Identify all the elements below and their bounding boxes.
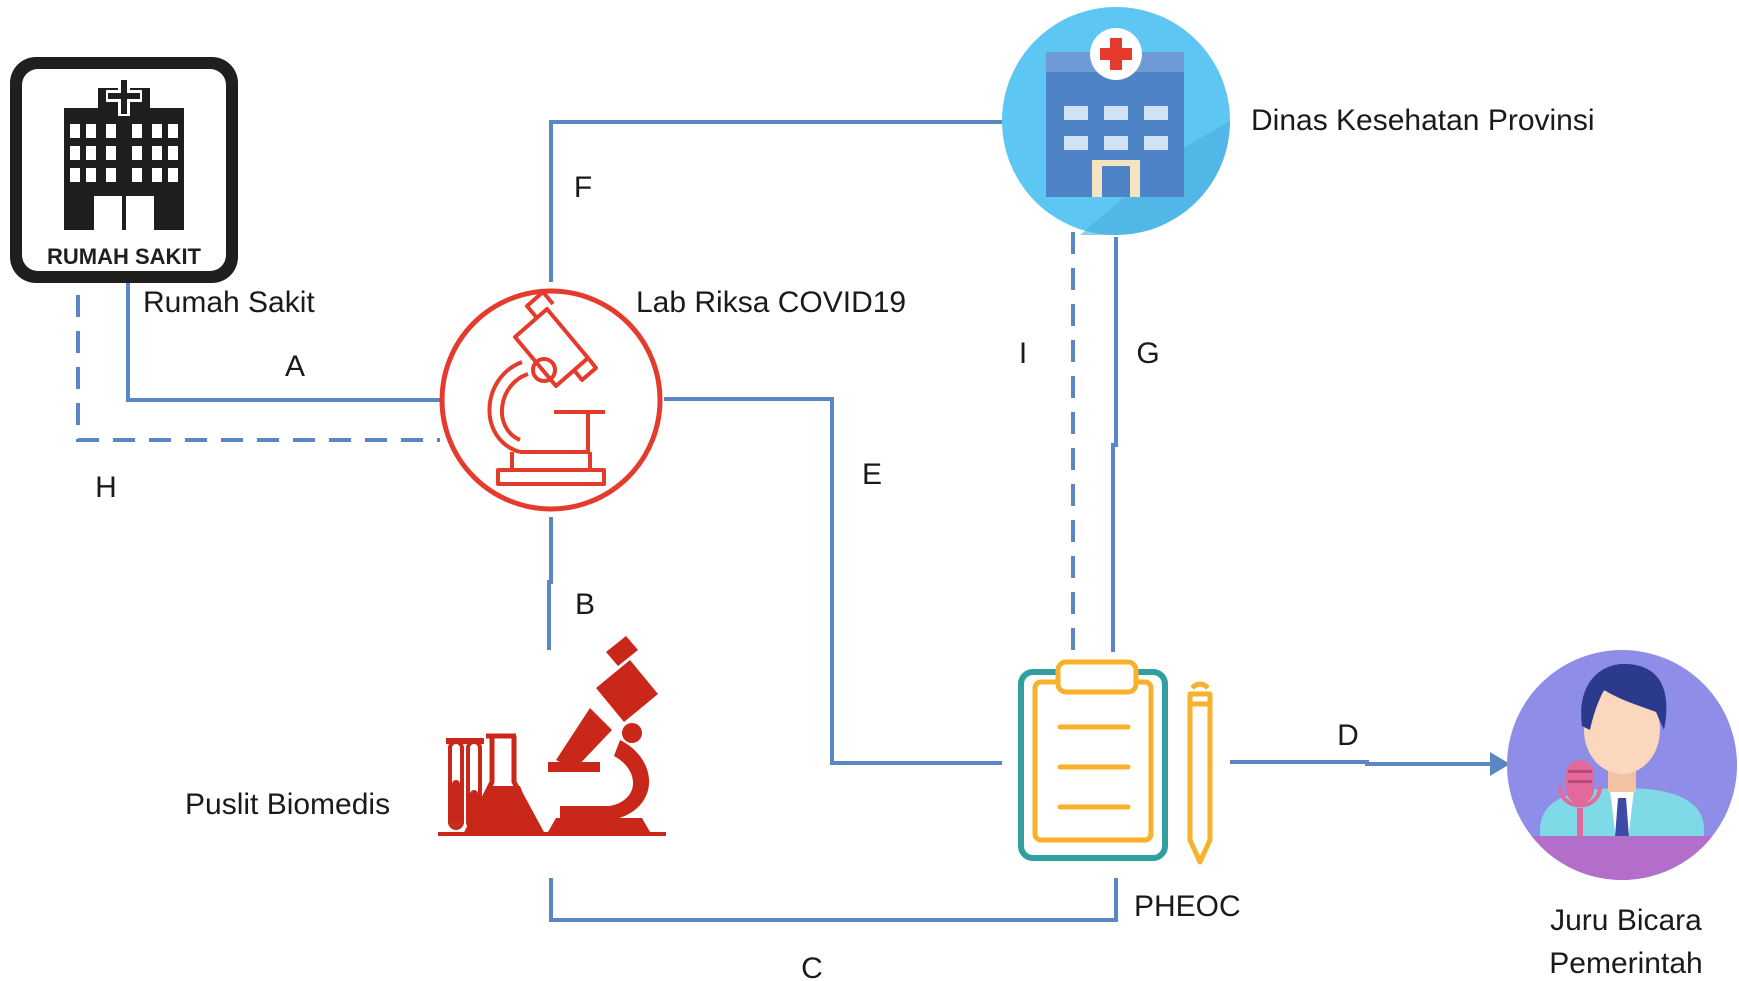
edge-labels: A B C D E F G H I xyxy=(95,171,1359,981)
edge-label-c: C xyxy=(801,952,823,981)
edge-label-g: G xyxy=(1136,337,1159,370)
puslit-biomedis-label: Puslit Biomedis xyxy=(185,788,390,821)
edge-d-line xyxy=(1230,760,1490,766)
edge-d-arrowhead xyxy=(1490,752,1510,776)
node-rumah-sakit: RUMAH SAKIT Rumah Sakit xyxy=(10,57,315,319)
edge-e-line xyxy=(664,397,1002,765)
node-lab-riksa: Lab Riksa COVID19 xyxy=(439,286,906,512)
edge-a-line xyxy=(126,282,440,402)
hospital-sign-text: RUMAH SAKIT xyxy=(47,244,202,269)
edge-label-a: A xyxy=(285,350,305,383)
lab-equipment-icon xyxy=(438,636,666,836)
lab-riksa-label: Lab Riksa COVID19 xyxy=(636,286,906,319)
node-juru-bicara: Juru Bicara Pemerintah xyxy=(1507,650,1737,980)
connectors xyxy=(76,120,1510,922)
hospital-sign-icon xyxy=(10,57,238,283)
edge-label-i: I xyxy=(1019,337,1027,370)
microscope-icon xyxy=(439,288,663,512)
spokesperson-icon xyxy=(1507,650,1737,880)
clipboard-icon xyxy=(1018,659,1213,865)
juru-bicara-label-line1: Juru Bicara xyxy=(1550,904,1702,937)
pheoc-label: PHEOC xyxy=(1134,890,1241,923)
edge-b-line xyxy=(547,517,553,650)
edge-h-line xyxy=(76,295,440,442)
rumah-sakit-label: Rumah Sakit xyxy=(143,286,315,319)
dinas-kesehatan-label: Dinas Kesehatan Provinsi xyxy=(1251,104,1595,137)
edge-c-line xyxy=(549,878,1118,922)
hospital-building-icon xyxy=(1002,7,1230,235)
node-puslit-biomedis: Puslit Biomedis xyxy=(185,636,666,836)
node-dinas-kesehatan: Dinas Kesehatan Provinsi xyxy=(1002,7,1595,235)
edge-label-e: E xyxy=(862,458,882,491)
edge-f-line xyxy=(549,120,1002,282)
edge-label-h: H xyxy=(95,471,117,504)
node-pheoc: PHEOC xyxy=(1018,659,1241,923)
juru-bicara-label-line2: Pemerintah xyxy=(1549,947,1702,980)
edge-label-f: F xyxy=(574,171,592,204)
edge-g-line xyxy=(1111,237,1118,652)
edge-label-d: D xyxy=(1337,719,1359,752)
edge-label-b: B xyxy=(575,588,595,621)
